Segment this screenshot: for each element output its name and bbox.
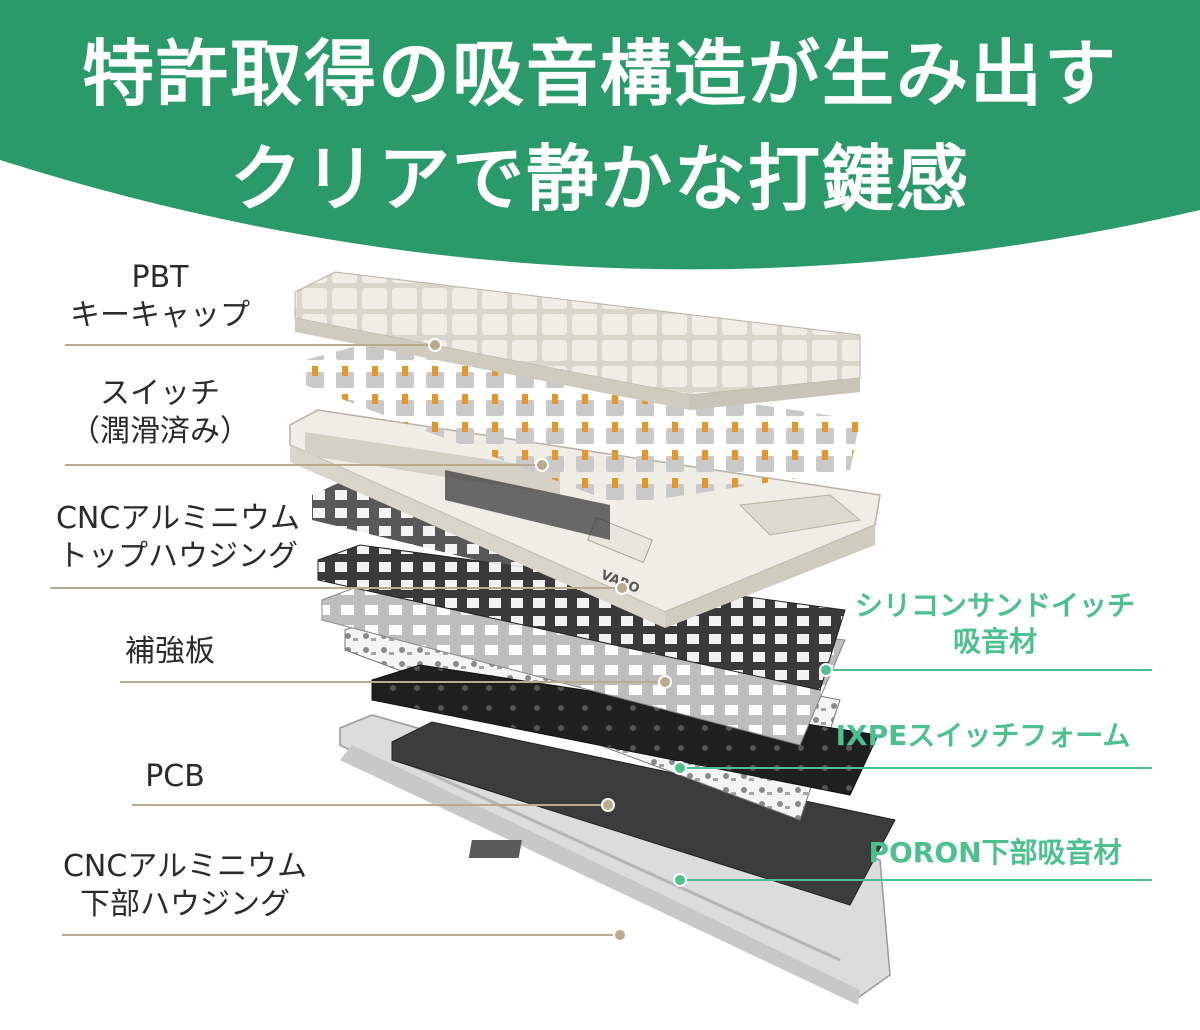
label-plate-line-1: 補強板 [125,634,215,669]
label-top-housing-line-2: トップハウジング [58,539,298,574]
label-switch: スイッチ （潤滑済み） [55,375,265,451]
ixpe-switch-foam [371,664,879,796]
label-top-housing: CNCアルミニウム トップハウジング [38,500,318,576]
label-bottom-housing-line-2: 下部ハウジング [80,887,290,922]
switch-layer [305,345,860,505]
right-leader-lines [673,663,1152,887]
label-bottom-housing-line-1: CNCアルミニウム [62,849,308,884]
label-plate: 補強板 [110,633,230,671]
keycap-layer [294,271,861,410]
label-ixpe-foam: IXPEスイッチフォーム [808,718,1158,754]
label-bottom-housing: CNCアルミニウム 下部ハウジング [45,848,325,924]
label-silicone-foam-line-1: シリコンサンドイッチ [854,589,1135,622]
headline-line-2: クリアで静かな打鍵感 [229,137,970,221]
header-banner [0,0,1200,270]
label-keycap: PBT キーキャップ [55,259,265,335]
label-pcb-line-1: PCB [145,759,205,794]
label-silicone-foam: シリコンサンドイッチ 吸音材 [830,588,1160,660]
label-poron-foam: PORON下部吸音材 [840,835,1150,871]
headline-line-1: 特許取得の吸音構造が生み出す [81,32,1118,116]
label-poron-foam-line-1: PORON下部吸音材 [868,836,1122,869]
label-keycap-line-1: PBT [131,260,189,295]
label-keycap-line-2: キーキャップ [70,298,250,333]
top-housing: VARO [289,409,881,628]
label-switch-line-1: スイッチ [100,376,220,411]
label-pcb: PCB [125,758,225,796]
poron-bottom-foam [391,721,896,906]
silicone-sandwich-foam [317,544,846,691]
left-leader-lines [50,338,672,942]
label-silicone-foam-line-2: 吸音材 [952,625,1037,658]
label-ixpe-foam-line-1: IXPEスイッチフォーム [835,719,1131,752]
label-top-housing-line-1: CNCアルミニウム [55,501,301,536]
label-switch-line-2: （潤滑済み） [70,414,250,449]
